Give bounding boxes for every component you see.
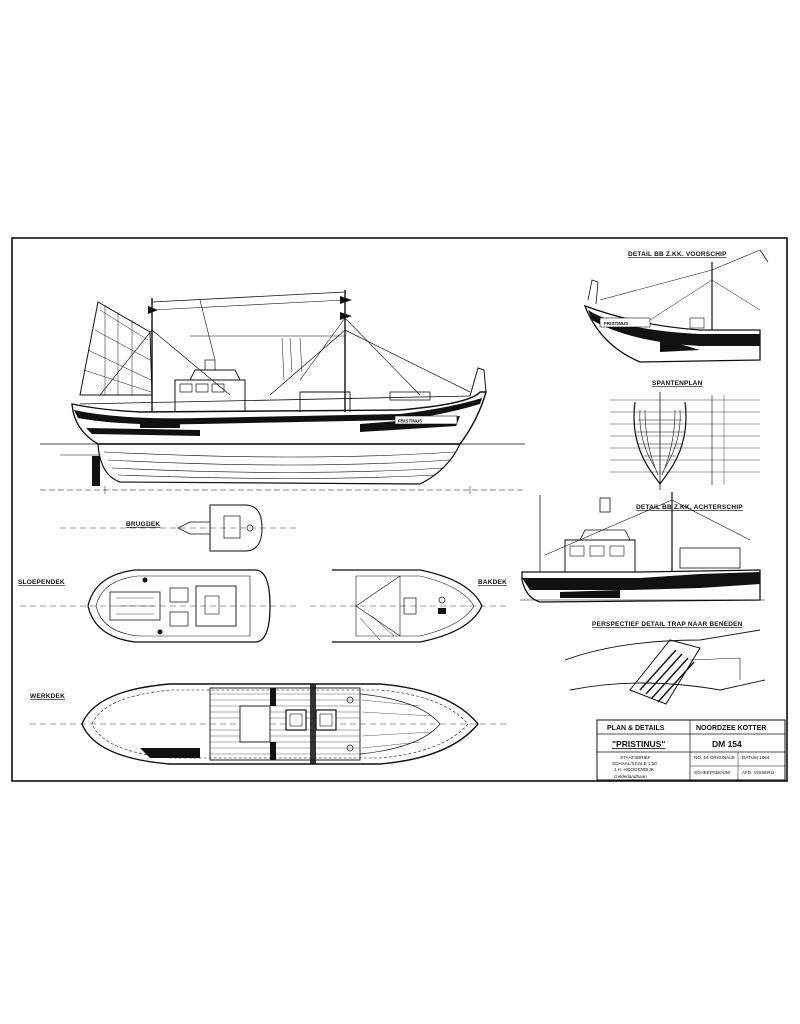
hull-name-detail: FRISTINUS [604, 321, 628, 326]
label-bakdek: BAKDEK [478, 579, 507, 586]
drawing-border [11, 237, 788, 782]
detail-voorschip-view: DETAIL BB Z.KK. VOORSCHIP FRISTINUS [583, 249, 769, 363]
label-spantenplan: SPANTENPLAN [652, 380, 703, 387]
label-detail-voorschip: DETAIL BB Z.KK. VOORSCHIP [628, 251, 727, 258]
title-small-right-2: DATUM 1964 [742, 755, 770, 760]
werkdek-plan: WERKDEK [30, 683, 510, 765]
label-werkdek: WERKDEK [30, 693, 65, 700]
label-sloependek: SLOEPENDEK [18, 579, 65, 586]
title-small-left-2: SCHAAL/SCALE 1:50 [612, 761, 657, 766]
title-registration: DM 154 [712, 739, 742, 749]
spantenplan-view: SPANTENPLAN [610, 380, 760, 490]
side-elevation-view: FRISTINUS [40, 290, 525, 494]
title-line2: NOORDZEE KOTTER [696, 725, 766, 732]
title-small-right-3: SCHEEPSBOUW [694, 770, 731, 775]
label-detail-achterschip: DETAIL BB Z.KK. ACHTERSCHIP [636, 504, 743, 511]
title-vessel-name: "PRISTINUS" [612, 739, 665, 749]
label-brugdek: BRUGDEK [126, 521, 160, 528]
bakdek-plan: BAKDEK [310, 569, 510, 643]
brugdek-plan: BRUGDEK [60, 504, 300, 552]
hull-name-main: FRISTINUS [398, 419, 422, 424]
label-perspectief: PERSPECTIEF DETAIL TRAP NAAR BENEDEN [592, 621, 743, 628]
title-line1: PLAN & DETAILS [607, 725, 665, 732]
sloependek-plan: SLOEPENDEK [18, 569, 300, 643]
title-small-right-1: NO. 14 ORIGINALE [694, 755, 735, 760]
detail-achterschip-view: DETAIL BB Z.KK. ACHTERSCHIP [520, 492, 765, 603]
title-small-left-4: Gelderlandbaan [614, 774, 647, 779]
perspectief-detail-view: PERSPECTIEF DETAIL TRAP NAAR BENEDEN [564, 621, 766, 705]
title-small-left-1: STAATSBRIEF [620, 755, 651, 760]
title-small-left-3: J.H. HOOGENDIJK [614, 767, 655, 772]
title-block: PLAN & DETAILS NOORDZEE KOTTER "PRISTINU… [596, 719, 786, 781]
title-small-right-4: AFD. VISSERIJ [742, 770, 774, 775]
